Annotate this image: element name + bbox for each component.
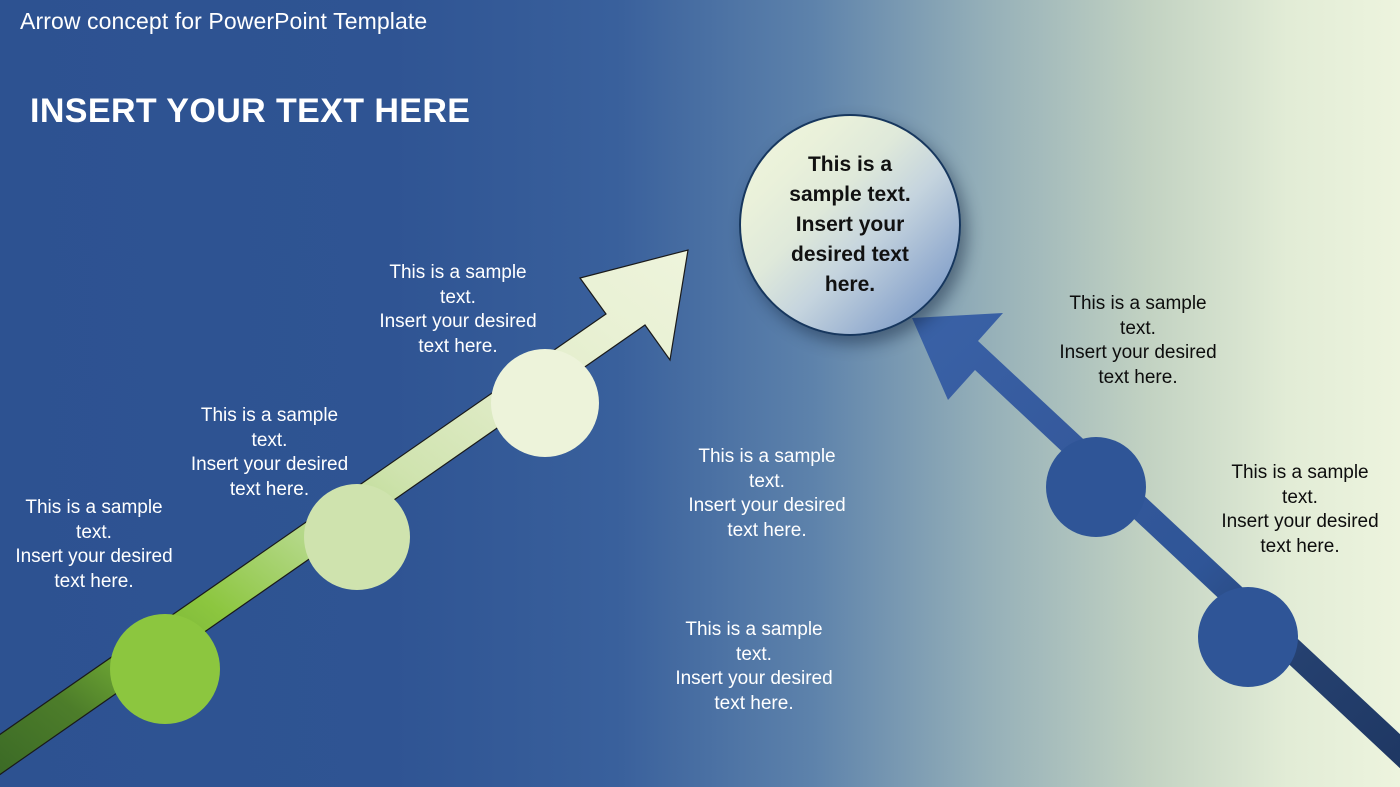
node-blue-upper[interactable] (1046, 437, 1146, 537)
text-block-right-2: This is a sample text. Insert your desir… (1221, 462, 1379, 558)
slide-subtitle: Arrow concept for PowerPoint Template (20, 8, 428, 34)
left-ascending-arrow (0, 249, 689, 776)
text-block-left-2: This is a sample text. Insert your desir… (190, 405, 349, 501)
right-ascending-arrow (912, 313, 1400, 769)
text-block-left-3: This is a sample text. Insert your desir… (379, 262, 537, 358)
center-circle-text: This is a sample text. Insert your desir… (789, 153, 911, 296)
text-block-right-1: This is a sample text. Insert your desir… (1059, 293, 1217, 389)
text-block-center-2: This is a sample text. Insert your desir… (675, 619, 833, 715)
page-title: INSERT YOUR TEXT HERE (30, 92, 471, 130)
node-green-light[interactable] (304, 484, 410, 590)
node-cream[interactable] (491, 349, 599, 457)
text-block-left-1: This is a sample text. Insert your desir… (15, 497, 173, 593)
node-green-bright[interactable] (110, 614, 220, 724)
node-blue-lower[interactable] (1198, 587, 1298, 687)
right-arrow-shape (912, 313, 1400, 769)
center-circle[interactable]: This is a sample text. Insert your desir… (739, 114, 961, 336)
text-block-center-1: This is a sample text. Insert your desir… (688, 446, 846, 542)
